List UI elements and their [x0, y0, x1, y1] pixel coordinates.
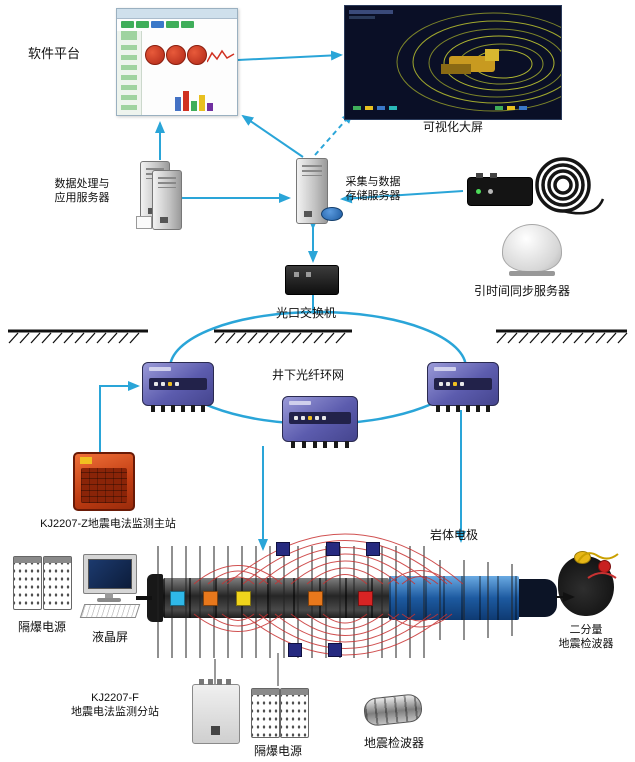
electrode-terminal [276, 542, 290, 556]
tunnel-visualization [349, 10, 561, 112]
ground-surface [8, 329, 628, 344]
visualization-big-screen [344, 5, 562, 120]
electrode-terminal [288, 643, 302, 657]
time-sync-device [467, 173, 533, 206]
electrode-marker-orange [308, 591, 323, 606]
label-main-station: KJ2207-Z地震电法监测主站 [40, 518, 176, 530]
electrode-terminal [328, 643, 342, 657]
label-lcd-screen: 液晶屏 [91, 630, 128, 644]
toolbar-button [166, 21, 179, 28]
label-data-server: 数据处理与 应用服务器 [54, 178, 110, 204]
optical-switch-device [285, 265, 339, 295]
lcd-base [97, 598, 121, 602]
label-visualization-screen: 可视化大屏 [422, 120, 483, 134]
toolbar-button [181, 21, 194, 28]
platform-bar-chart [175, 85, 213, 111]
electrode-terminal [326, 542, 340, 556]
application-server-tower-front [152, 170, 182, 230]
label-rock-electrode: 岩体电极 [429, 528, 478, 542]
label-software-platform: 软件平台 [27, 46, 80, 61]
lcd-keyboard [79, 604, 141, 618]
electrode-marker-yellow [236, 591, 251, 606]
label-optical-switch: 光口交换机 [275, 306, 336, 320]
platform-sidebar [117, 31, 142, 115]
label-fiber-ring: 井下光纤环网 [271, 368, 344, 382]
storage-server-tower [296, 158, 328, 224]
server-accessory-box [136, 216, 152, 229]
electrode-marker-orange [203, 591, 218, 606]
junction-box [192, 679, 240, 744]
platform-donut-chart [145, 45, 165, 65]
monitoring-main-station [73, 452, 135, 511]
toolbar-button [136, 21, 149, 28]
cylinder-blue-section [389, 576, 519, 620]
flameproof-power-box [43, 556, 72, 610]
platform-titlebar [117, 9, 237, 19]
label-two-component-geophone: 二分量 地震检波器 [558, 624, 614, 650]
electrode-terminal [366, 542, 380, 556]
platform-donut-chart [166, 45, 186, 65]
electrode-marker-red [358, 591, 373, 606]
lcd-monitor [83, 554, 137, 594]
flameproof-power-box-bottom [251, 688, 280, 738]
platform-donut-chart [187, 45, 207, 65]
label-geophone: 地震检波器 [363, 736, 424, 750]
substation-right [427, 362, 499, 412]
database-disk [321, 207, 343, 221]
label-time-sync-server: 引时间同步服务器 [473, 284, 570, 298]
label-substation: KJ2207-F 地震电法监测分站 [71, 692, 159, 718]
substation-left [142, 362, 214, 412]
platform-line-chart [207, 49, 235, 63]
label-flameproof-power-left: 隔爆电源 [17, 620, 66, 634]
geophone-cylinder [362, 693, 424, 727]
toolbar-button [151, 21, 164, 28]
bottom-wires [214, 653, 279, 686]
cable-coil [535, 157, 605, 215]
substation-middle [282, 396, 358, 448]
yellow-connector [574, 551, 591, 564]
electrode-marker-cyan [170, 591, 185, 606]
two-component-geophone [558, 551, 614, 616]
lcd-stand [105, 593, 113, 598]
platform-toolbar [117, 19, 237, 32]
label-storage-server: 采集与数据 存储服务器 [345, 176, 401, 202]
flameproof-power-box [13, 556, 42, 610]
flameproof-power-box-bottom [280, 688, 309, 738]
red-connector [598, 560, 611, 573]
cylinder-end-cap [519, 579, 557, 617]
toolbar-button [121, 21, 134, 28]
gps-dome-antenna [502, 224, 562, 276]
label-flameproof-power-bottom: 隔爆电源 [253, 744, 302, 758]
software-platform-window [116, 8, 238, 116]
